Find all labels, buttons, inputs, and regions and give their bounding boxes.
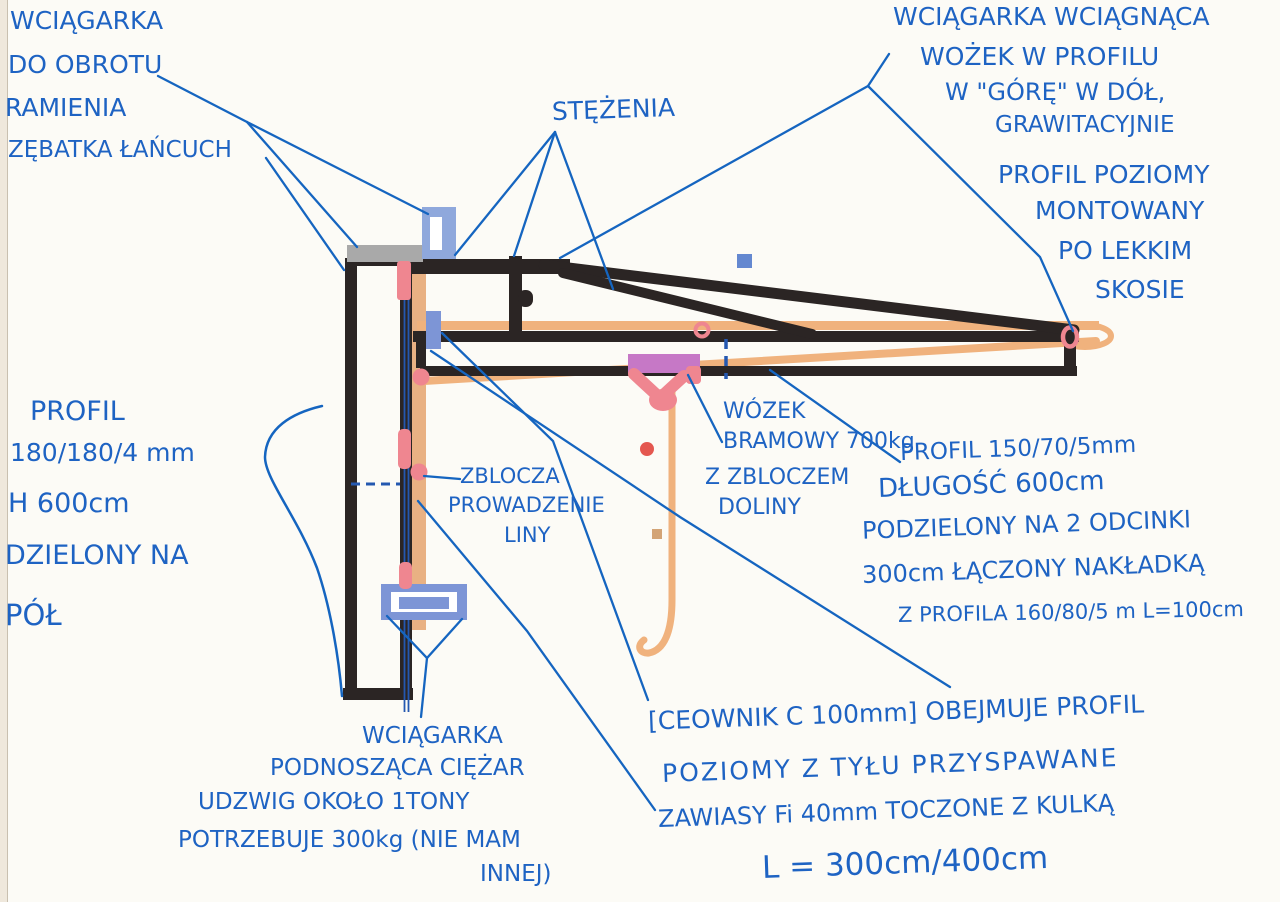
- note-lifting-winch-line3: UDZWIG OKOŁO 1TONY: [198, 789, 470, 815]
- note-profile-spec-line5: Z PROFILA 160/80/5 m L=100cm: [897, 596, 1245, 628]
- rail-pink-ring: [693, 321, 711, 339]
- leader-stezenia-2: [512, 130, 557, 258]
- note-trolley-winch-line1: WCIĄGARKA WCIĄGNĄCA: [893, 2, 1210, 31]
- note-lifting-winch-line4: POTRZEBUJE 300kg (NIE MAM: [178, 827, 521, 853]
- small-tan-square: [652, 529, 662, 539]
- note-trolley-winch-line8: SKOSIE: [1095, 275, 1185, 304]
- note-wozek-line1: WÓZEK: [723, 399, 806, 424]
- note-wozek-line4: DOLINY: [718, 495, 801, 520]
- leader-zblocza: [422, 474, 462, 481]
- note-winch-rotation-line3: RAMIENIA: [5, 93, 127, 122]
- note-column-spec-line1: PROFIL: [30, 396, 125, 427]
- note-lifting-winch-line1: WCIĄGARKA: [362, 723, 503, 749]
- note-lifting-winch-line2: PODNOSZĄCA CIĘŻAR: [270, 755, 525, 781]
- note-winch-rotation-line2: DO OBROTU: [8, 50, 163, 79]
- note-column-spec-line5: PÓŁ: [5, 598, 62, 632]
- note-trolley-winch-line3: W "GÓRĘ" W DÓŁ,: [945, 78, 1166, 106]
- note-trolley-winch-line2: WOŻEK W PROFILU: [920, 42, 1160, 71]
- column-pink-guide-mid: [398, 429, 411, 469]
- leader-winch-to-text: [419, 656, 429, 719]
- note-trolley-winch-line5: PROFIL POZIOMY: [998, 160, 1210, 189]
- leader-right-profile: [768, 368, 902, 464]
- note-column-spec-line3: H 600cm: [8, 488, 130, 519]
- column-gray-cap: [347, 245, 423, 262]
- note-winch-rotation-line1: WCIĄGARKA: [10, 6, 164, 35]
- hoist-rope-with-hook: [636, 387, 676, 657]
- note-zblocza-line2: PROWADZENIE: [448, 493, 605, 517]
- column-grouping-brace: [263, 404, 344, 698]
- top-hinge-slot: [430, 217, 442, 250]
- leader-stezenia-3: [553, 130, 615, 291]
- leader-topleft-to-column: [264, 156, 346, 272]
- small-blue-square: [737, 254, 752, 268]
- jib-vertical-strut: [509, 256, 522, 338]
- jib-upper-rail: [413, 331, 1079, 342]
- tip-pink-ring: [1060, 325, 1080, 349]
- note-winch-rotation-line4: ZĘBATKA ŁAŃCUCH: [8, 137, 232, 163]
- column-bottom-cap: [343, 688, 413, 700]
- leader-to-zawiasy: [416, 499, 657, 812]
- scanner-edge-shadow: [0, 0, 8, 902]
- column-pink-guide-top: [397, 261, 411, 300]
- note-wozek-line3: Z ZBLOCZEM: [705, 465, 850, 490]
- jib-lower-rail: [420, 366, 1077, 376]
- jib-top-chord: [398, 259, 570, 274]
- gantry-trolley: [628, 354, 700, 373]
- small-red-dot: [640, 442, 654, 456]
- note-zblocza-line3: LINY: [504, 523, 551, 547]
- leader-to-obejmuje: [429, 349, 952, 689]
- strut-knob: [518, 290, 533, 307]
- note-zblocza-line1: ZBLOCZA: [460, 464, 560, 488]
- column-left-wall: [345, 258, 357, 700]
- pink-parts: [397, 261, 1080, 589]
- leader-lines: [156, 52, 1075, 812]
- corner-pink-dot: [412, 368, 430, 386]
- note-column-spec-line2: 180/180/4 mm: [10, 438, 195, 467]
- ceownik-hinge-tick: [426, 311, 441, 349]
- zblocza-pink-dot: [410, 463, 428, 481]
- leader-topright-to-tip: [866, 84, 1075, 333]
- leader-stezenia-1: [453, 130, 557, 257]
- leader-wozek: [686, 373, 724, 444]
- jib-left-post: [416, 342, 426, 368]
- note-stezenia: STĘŻENIA: [551, 92, 676, 127]
- note-trolley-winch-line4: GRAWITACYJNIE: [995, 112, 1175, 138]
- note-column-spec-line4: DZIELONY NA: [5, 540, 189, 571]
- leader-topright-to-strut: [558, 52, 891, 260]
- column-orange-liner: [412, 260, 426, 630]
- long-diagonal-brace: [538, 259, 1080, 336]
- blue-fittings: [381, 207, 752, 620]
- winch-drum-bar: [399, 597, 449, 609]
- column-pink-guide-low: [399, 562, 412, 589]
- note-wozek-line2: BRAMOWY 700kg: [723, 429, 915, 454]
- note-trolley-winch-line6: MONTOWANY: [1035, 196, 1205, 225]
- pulley-block-blob: [649, 389, 677, 411]
- note-trolley-winch-line7: PO LEKKIM: [1058, 236, 1193, 265]
- leader-topleft-to-cap: [245, 120, 359, 249]
- column-right-wall: [400, 258, 412, 688]
- short-diagonal-brace: [558, 268, 817, 339]
- leader-to-ceownik: [440, 331, 650, 702]
- note-lifting-winch-line5: INNEJ): [480, 861, 552, 887]
